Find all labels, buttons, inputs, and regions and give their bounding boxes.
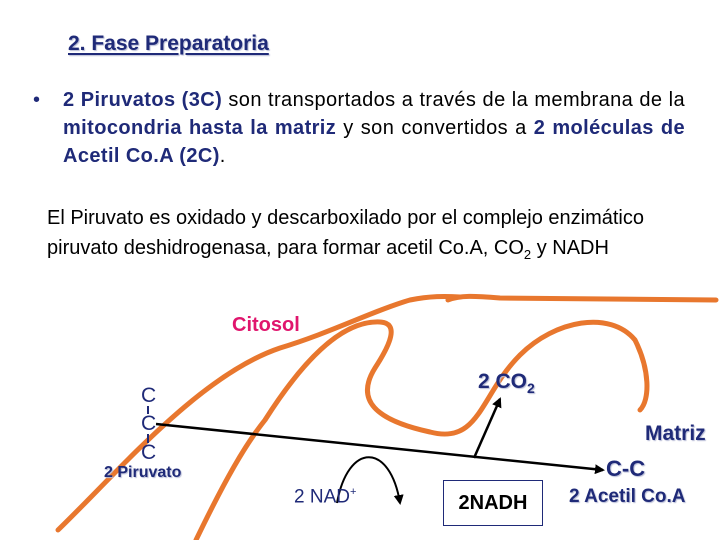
mitochondria-text: mitocondria hasta la matriz	[63, 117, 337, 139]
nadh-box: 2NADH	[443, 480, 543, 526]
nad-main: 2 NAD	[294, 486, 350, 508]
inner-membrane	[193, 319, 650, 540]
co2-label: 2 CO2	[478, 370, 535, 396]
period-text: .	[219, 145, 226, 167]
nad-superscript: +	[349, 486, 357, 498]
bullet-marker: •	[33, 89, 41, 111]
bullet-text: 2 Piruvatos (3C) son transportados a tra…	[63, 86, 685, 170]
matriz-label: Matriz	[645, 422, 706, 445]
oxidation-text: El Piruvato es oxidado y descarboxilado …	[47, 207, 644, 259]
bullet-paragraph: • 2 Piruvatos (3C) son transportados a t…	[33, 86, 685, 170]
pyruvate-carbon-2: C	[141, 412, 157, 435]
slide-title: 2. Fase Preparatoria	[68, 32, 269, 55]
pyruvate-label: 2 Piruvato	[104, 464, 182, 481]
acetyl-coa-label: 2 Acetil Co.A	[569, 486, 686, 507]
transport-text: son transportados a través de la membran…	[228, 89, 685, 111]
oxidation-paragraph: El Piruvato es oxidado y descarboxilado …	[47, 203, 687, 270]
pyruvate-carbon-1: C	[141, 384, 157, 407]
nad-curve-arrow	[336, 456, 404, 505]
acetyl-coa-text: 2 moléculas de Acetil Co.A (2C)	[63, 117, 685, 167]
converted-text: y son convertidos a	[343, 117, 527, 139]
co2-subscript: 2	[527, 380, 535, 397]
pyruvate-carbon-3: C	[141, 441, 157, 464]
outer-membrane	[55, 293, 463, 533]
oxidation-subscript: 2	[523, 247, 532, 262]
pyruvate-count-text: 2 Piruvatos (3C)	[63, 89, 223, 111]
acetyl-carbons: C-C	[606, 456, 646, 481]
oxidation-tail: y NADH	[531, 237, 609, 259]
co2-main: 2 CO	[478, 370, 528, 393]
outer-membrane-upper	[445, 293, 719, 303]
citosol-label: Citosol	[232, 314, 300, 336]
co2-arrow	[472, 397, 502, 459]
main-reaction-arrow	[155, 422, 605, 475]
nad-label: 2 NAD+	[294, 486, 356, 508]
